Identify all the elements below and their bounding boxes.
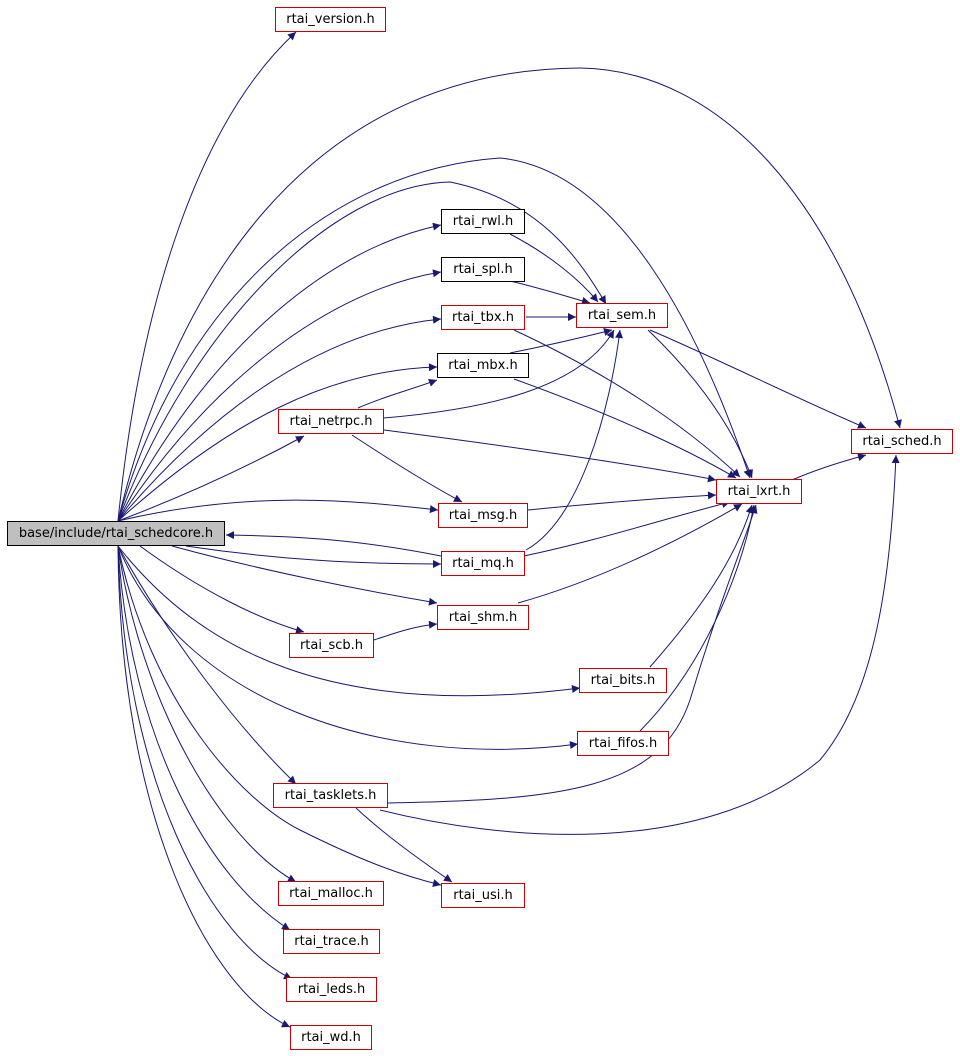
edge-root-netrpc	[117, 435, 305, 522]
edge-sem-lxrt	[647, 329, 753, 479]
edge-root-tasklets	[117, 545, 297, 785]
edge-netrpc-lxrt	[383, 429, 717, 483]
edge-root-sem	[117, 181, 607, 522]
edge-mq-root	[225, 531, 442, 557]
edge-netrpc-msg	[351, 434, 463, 503]
edge-spl-sem	[509, 280, 591, 305]
node-shm[interactable]: rtai_shm.h	[437, 605, 529, 630]
node-malloc[interactable]: rtai_malloc.h	[278, 881, 384, 906]
edge-rwl-sem	[509, 233, 599, 303]
node-msg[interactable]: rtai_msg.h	[438, 503, 528, 528]
edge-root-trace	[117, 545, 291, 931]
edge-bits-lxrt	[649, 504, 754, 668]
edge-netrpc-mbx	[357, 379, 438, 409]
node-spl: rtai_spl.h	[441, 257, 525, 282]
node-bits[interactable]: rtai_bits.h	[579, 668, 667, 693]
edge-root-wd	[117, 545, 291, 1028]
edge-sem-sched	[649, 329, 867, 429]
node-root: base/include/rtai_schedcore.h	[7, 521, 225, 546]
edge-shm-lxrt	[517, 503, 743, 604]
node-sched[interactable]: rtai_sched.h	[851, 429, 953, 454]
edge-mq-lxrt	[523, 500, 731, 557]
edge-root-mq	[185, 545, 442, 568]
edge-root-lxrt	[117, 157, 752, 522]
node-scb[interactable]: rtai_scb.h	[289, 633, 374, 658]
edge-netrpc-sem	[383, 329, 615, 419]
edge-root-malloc	[117, 545, 297, 883]
node-mq[interactable]: rtai_mq.h	[441, 551, 525, 576]
node-lxrt[interactable]: rtai_lxrt.h	[716, 479, 802, 504]
node-version[interactable]: rtai_version.h	[275, 7, 386, 32]
edge-tasklets-usi	[355, 807, 453, 883]
edge-tbx-lxrt	[513, 329, 741, 478]
edge-root-bits	[117, 545, 581, 697]
node-netrpc[interactable]: rtai_netrpc.h	[278, 409, 384, 434]
edge-root-scb	[139, 545, 305, 634]
edge-lxrt-sched	[791, 453, 867, 481]
edge-root-version	[117, 31, 297, 522]
edge-fifos-lxrt	[639, 504, 757, 732]
edge-root-tbx	[117, 315, 442, 522]
edge-mbx-lxrt	[513, 378, 737, 479]
edge-root-sched	[117, 67, 902, 522]
edge-mbx-sem	[509, 328, 613, 354]
edge-root-rwl	[117, 222, 442, 522]
edge-tasklets-lxrt	[387, 504, 758, 804]
edge-root-usi	[117, 545, 442, 887]
edge-root-msg	[117, 499, 439, 522]
edge-msg-lxrt	[527, 491, 717, 511]
edge-root-mbx	[117, 363, 438, 522]
node-trace[interactable]: rtai_trace.h	[283, 929, 380, 954]
edge-tasklets-sched	[379, 454, 900, 835]
edge-scb-shm	[373, 620, 438, 641]
node-sem[interactable]: rtai_sem.h	[576, 303, 668, 328]
node-wd[interactable]: rtai_wd.h	[290, 1025, 372, 1050]
node-fifos[interactable]: rtai_fifos.h	[577, 731, 669, 756]
edge-mq-sem	[525, 329, 623, 551]
edge-root-fifos	[117, 545, 579, 750]
edge-root-spl	[117, 269, 442, 522]
node-tbx[interactable]: rtai_tbx.h	[441, 305, 525, 330]
node-tasklets[interactable]: rtai_tasklets.h	[273, 783, 388, 808]
edge-root-leds	[117, 545, 293, 980]
node-usi[interactable]: rtai_usi.h	[441, 883, 525, 908]
node-mbx: rtai_mbx.h	[437, 353, 529, 378]
node-rwl: rtai_rwl.h	[441, 209, 525, 234]
edge-root-shm	[171, 545, 438, 606]
node-leds[interactable]: rtai_leds.h	[286, 977, 377, 1002]
